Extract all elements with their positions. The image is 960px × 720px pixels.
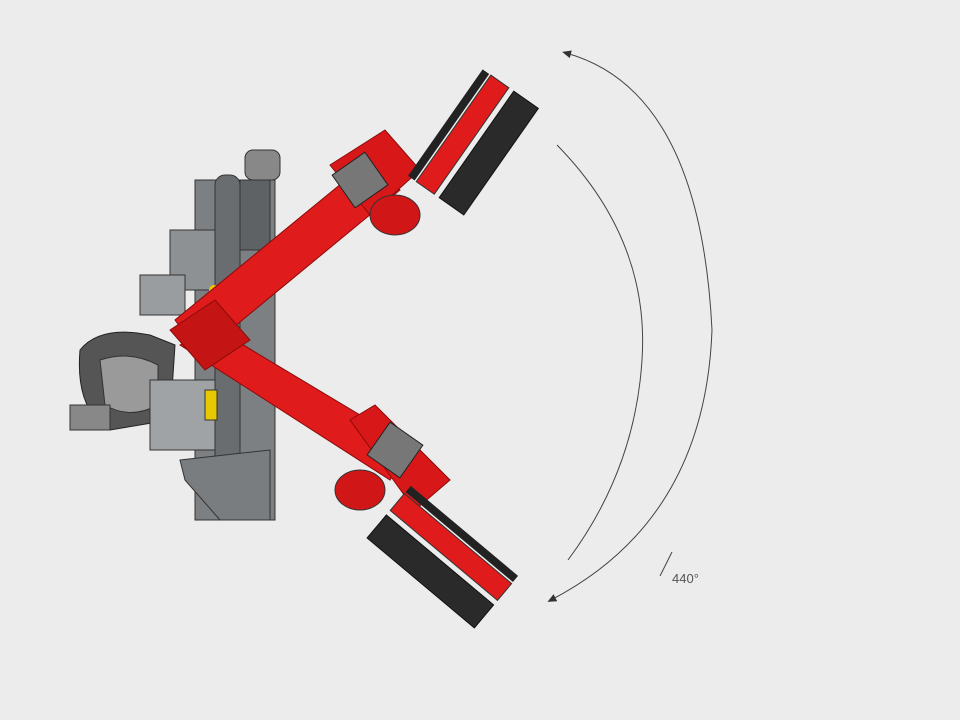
outer-rotation-arc — [562, 50, 713, 331]
upper-boom — [174, 69, 540, 356]
outer-rotation-arc-lower — [547, 329, 713, 602]
rotation-angle-label: 440° — [672, 571, 699, 586]
chassis — [69, 149, 281, 521]
lower-boom — [179, 324, 519, 629]
inner-rotation-arc — [556, 144, 644, 561]
lower-track — [366, 485, 519, 629]
boom-hub — [169, 299, 251, 371]
label-leader-line — [659, 551, 673, 577]
upper-track — [408, 69, 540, 216]
